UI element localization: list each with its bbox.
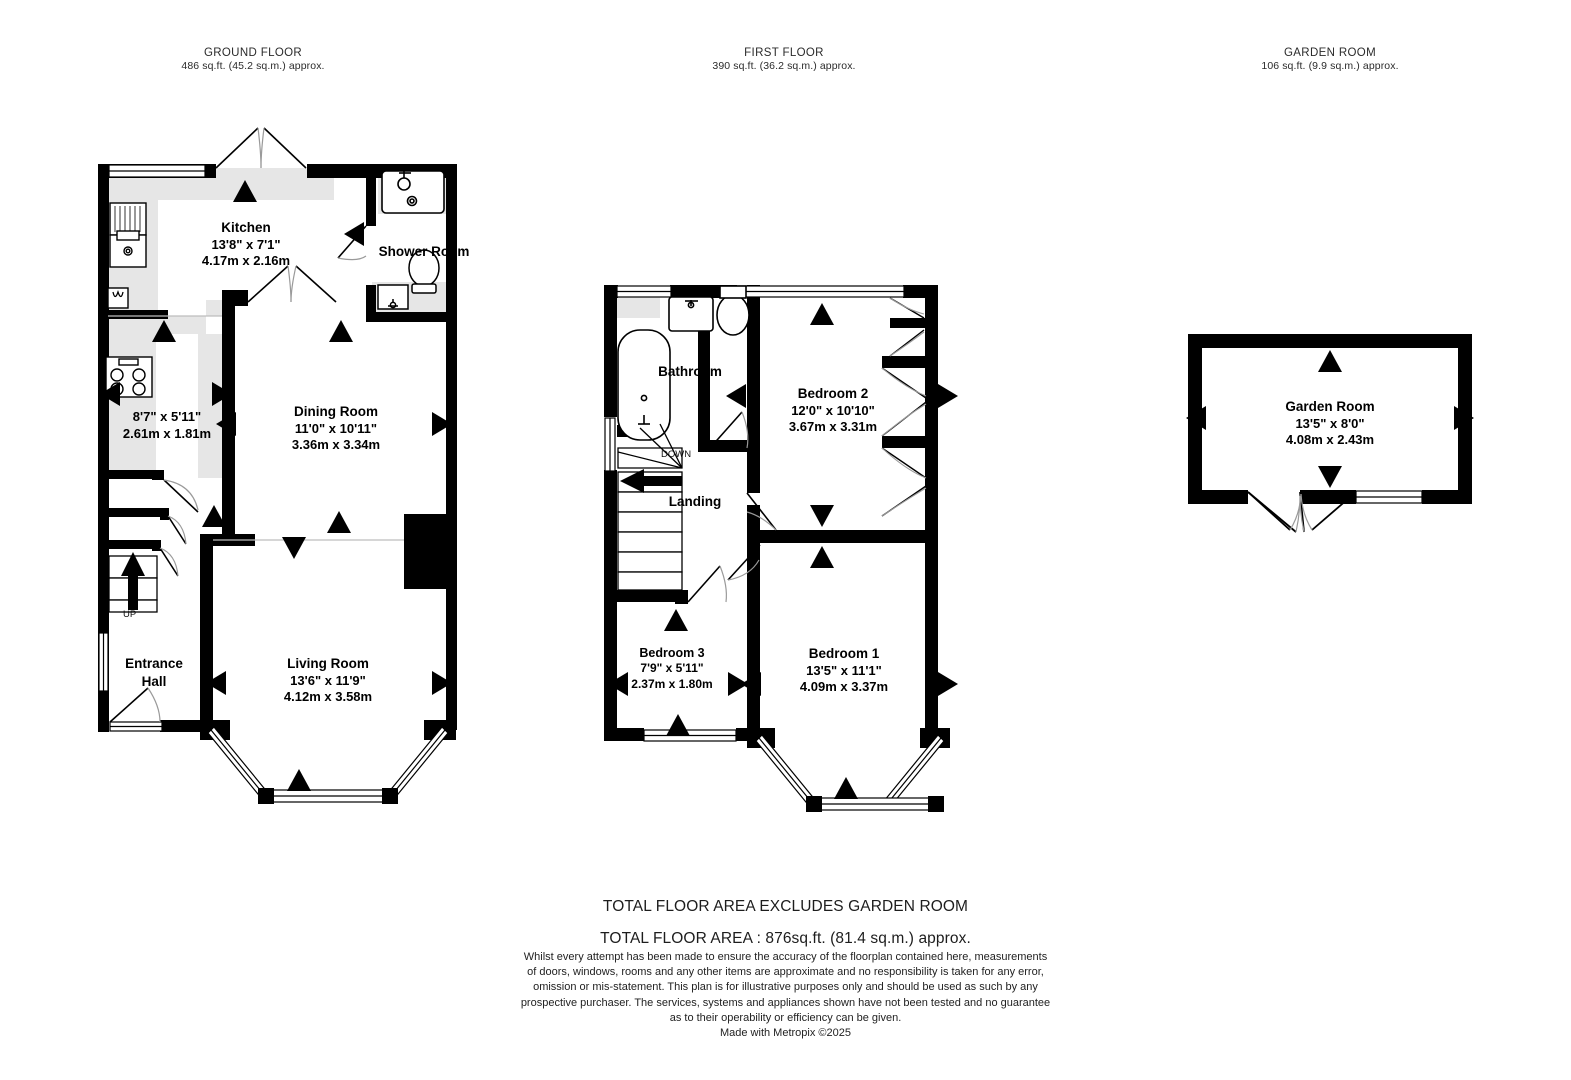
bedroom-3-name: Bedroom 3 — [639, 646, 705, 660]
bedroom-3-metric: 2.37m x 1.80m — [631, 676, 713, 691]
stairs-up-label: UP — [123, 609, 137, 620]
bedroom-1-name: Bedroom 1 — [808, 646, 880, 661]
stairs-up-arrow — [121, 552, 145, 610]
disclaimer-line-4: prospective purchaser. The services, sys… — [520, 996, 1051, 1009]
room-label-bathroom: Bathroom — [617, 363, 763, 381]
ground-floor-area: 486 sq.ft. (45.2 sq.m.) approx. — [181, 60, 325, 73]
dining-room-metric: 3.36m x 3.34m — [291, 437, 381, 453]
ground-floor-door-swings — [109, 127, 367, 723]
wash-basin-icon — [377, 284, 409, 310]
first-floor-view-markers — [608, 303, 958, 799]
room-label-living-room: Living Room 13'6" x 11'9" 4.12m x 3.58m — [242, 655, 414, 706]
room-label-utility: 8'7" x 5'11" 2.61m x 1.81m — [77, 409, 257, 443]
garden-room-name: Garden Room — [1285, 399, 1375, 414]
bathroom-basin-icon — [668, 296, 714, 332]
kitchen-imperial: 13'8" x 7'1" — [211, 236, 281, 252]
room-label-bedroom-1: Bedroom 1 13'5" x 11'1" 4.09m x 3.37m — [758, 645, 930, 696]
first-floor-title: FIRST FLOOR — [744, 47, 824, 59]
disclaimer-line-2: of doors, windows, rooms and any other i… — [527, 966, 1044, 979]
shower-room-name: Shower Room — [378, 244, 470, 259]
ground-floor-heading: GROUND FLOOR 486 sq.ft. (45.2 sq.m.) app… — [73, 46, 433, 73]
bathroom-toilet-icon — [716, 285, 750, 336]
total-floor-area: TOTAL FLOOR AREA : 876sq.ft. (81.4 sq.m.… — [600, 930, 971, 947]
first-floor-bay-corner-blocks — [806, 796, 944, 812]
garden-room-window — [1355, 490, 1423, 504]
room-label-garden-room: Garden Room 13'5" x 8'0" 4.08m x 2.43m — [1244, 398, 1416, 449]
toilet-icon — [408, 249, 440, 294]
room-label-bedroom-3: Bedroom 3 7'9" x 5'11" 2.37m x 1.80m — [592, 645, 752, 692]
stairs-down-label: DOWN — [661, 449, 692, 460]
garden-room-door-swings — [1247, 491, 1305, 533]
garden-room-metric: 4.08m x 2.43m — [1285, 432, 1375, 448]
bath-icon — [617, 329, 671, 441]
first-floor-fixture-shading — [612, 296, 660, 318]
garden-room-double-door — [1247, 491, 1357, 531]
kitchen-metric: 4.17m x 2.16m — [201, 253, 291, 269]
metropix-credit: Made with Metropix ©2025 — [719, 1026, 851, 1039]
excludes-garden-room-note: TOTAL FLOOR AREA EXCLUDES GARDEN ROOM — [602, 898, 969, 915]
kitchen-name: Kitchen — [221, 220, 271, 235]
shower-tray-icon — [381, 170, 445, 214]
garden-room-view-markers — [1186, 350, 1474, 488]
washing-machine-icon — [107, 287, 129, 309]
first-floor-walls — [604, 285, 950, 748]
dining-room-name: Dining Room — [294, 404, 378, 419]
room-label-entrance-hall: Entrance Hall — [103, 655, 205, 690]
living-room-metric: 4.12m x 3.58m — [283, 689, 373, 705]
garden-room-area: 106 sq.ft. (9.9 sq.m.) approx. — [1261, 60, 1399, 73]
garden-room-title: GARDEN ROOM — [1283, 47, 1377, 59]
living-room-imperial: 13'6" x 11'9" — [290, 672, 366, 688]
bathroom-name: Bathroom — [658, 364, 722, 379]
utility-metric: 2.61m x 1.81m — [122, 425, 212, 441]
disclaimer-line-5: as to their operability or efficiency ca… — [669, 1011, 902, 1024]
ground-floor-thin-lines — [108, 315, 404, 541]
entrance-hall-line1: Entrance — [125, 656, 183, 671]
bedroom-2-metric: 3.67m x 3.31m — [788, 419, 878, 435]
ground-floor-bay-corner-blocks — [258, 788, 398, 804]
ground-floor-plan — [98, 127, 457, 804]
first-floor-area: 390 sq.ft. (36.2 sq.m.) approx. — [712, 60, 856, 73]
room-label-shower-room: Shower Room — [338, 243, 510, 261]
bedroom-2-imperial: 12'0" x 10'10" — [791, 402, 875, 418]
first-floor-door-swings — [687, 297, 927, 603]
disclaimer-line-3: omission or mis-statement. This plan is … — [533, 981, 1038, 994]
disclaimer-block: Whilst every attempt has been made to en… — [0, 950, 1571, 1041]
utility-imperial: 8'7" x 5'11" — [132, 409, 202, 424]
room-label-kitchen: Kitchen 13'8" x 7'1" 4.17m x 2.16m — [160, 219, 332, 270]
first-floor-plan — [604, 285, 958, 812]
dining-room-imperial: 11'0" x 10'11" — [294, 420, 378, 436]
bedroom-1-imperial: 13'5" x 11'1" — [806, 662, 882, 678]
ground-floor-view-markers — [100, 180, 452, 791]
room-label-bedroom-2: Bedroom 2 12'0" x 10'10" 3.67m x 3.31m — [747, 385, 919, 436]
first-floor-heading: FIRST FLOOR 390 sq.ft. (36.2 sq.m.) appr… — [604, 46, 964, 73]
entrance-hall-line2: Hall — [141, 673, 167, 689]
first-floor-windows — [604, 285, 945, 811]
landing-name: Landing — [668, 494, 722, 509]
kitchen-sink-unit — [109, 202, 147, 268]
ground-floor-windows — [98, 164, 449, 803]
garden-room-heading: GARDEN ROOM 106 sq.ft. (9.9 sq.m.) appro… — [1130, 46, 1530, 73]
disclaimer-line-1: Whilst every attempt has been made to en… — [523, 951, 1048, 963]
living-room-name: Living Room — [287, 656, 369, 671]
room-label-dining-room: Dining Room 11'0" x 10'11" 3.36m x 3.34m — [250, 403, 422, 454]
room-label-landing: Landing — [622, 493, 768, 511]
garden-room-imperial: 13'5" x 8'0" — [1295, 415, 1365, 431]
garden-room-plan — [1186, 334, 1474, 533]
ground-floor-title: GROUND FLOOR — [203, 47, 303, 59]
bedroom-3-imperial: 7'9" x 5'11" — [640, 661, 704, 676]
stairs-down-arrow — [620, 469, 682, 493]
bedroom-2-name: Bedroom 2 — [797, 386, 869, 401]
bedroom-1-metric: 4.09m x 3.37m — [799, 679, 889, 695]
